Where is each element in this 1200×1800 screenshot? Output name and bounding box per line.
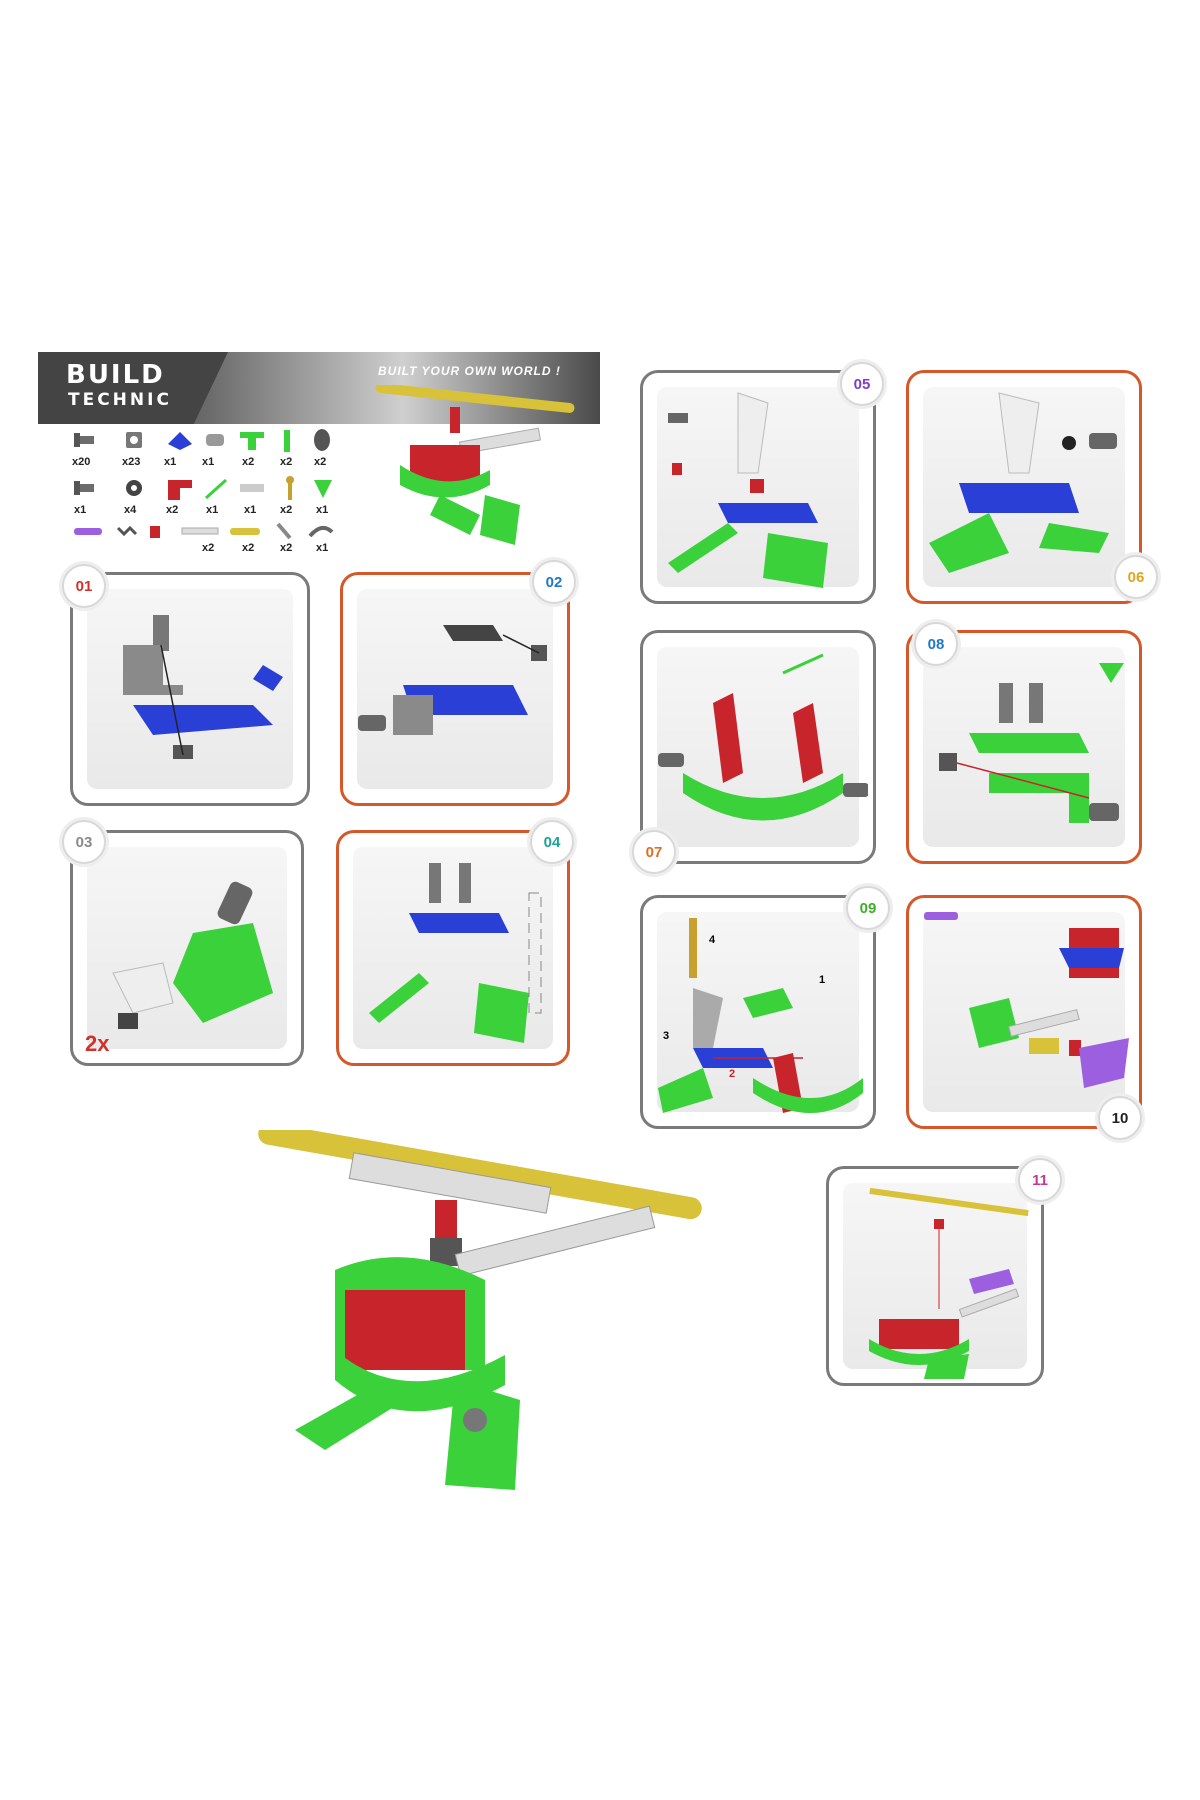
step-panel-09: 4 1 3 2 <box>640 895 876 1129</box>
crank-icon <box>276 522 292 540</box>
short-bolt-icon <box>74 481 94 495</box>
step-09-callout: 1 <box>819 974 826 986</box>
step-badge-07: 07 <box>632 830 676 874</box>
green-rod-icon <box>204 478 228 500</box>
red-angle-icon <box>168 480 192 500</box>
step-07-diagram <box>658 653 868 821</box>
step-panel-02 <box>340 572 570 806</box>
step-09-callout: 4 <box>709 934 716 946</box>
axle-icon <box>286 476 294 500</box>
part-count: x2 <box>242 456 255 468</box>
part-count: x2 <box>166 504 179 516</box>
spring-clip-icon <box>116 525 138 537</box>
step-10-diagram <box>924 912 1129 1088</box>
hook-icon <box>308 525 334 538</box>
step-05-diagram <box>668 392 828 588</box>
part-count: x20 <box>72 456 91 468</box>
step-badge-06: 06 <box>1114 555 1158 599</box>
part-count: x2 <box>202 542 215 554</box>
part-count: x1 <box>206 504 219 516</box>
step-panel-06 <box>906 370 1142 604</box>
green-t-piece-icon <box>240 432 264 450</box>
part-count: x2 <box>280 504 293 516</box>
parts-legend: x20 x23 x1 x1 x2 x2 x2 x1 x4 x2 x1 x1 x2… <box>70 428 350 568</box>
red-spacer-icon <box>150 526 160 538</box>
header-banner-dark <box>38 352 228 424</box>
step-badge-11: 11 <box>1018 1158 1062 1202</box>
tagline: BUILT YOUR OWN WORLD ! <box>378 364 561 378</box>
part-count: x2 <box>280 542 293 554</box>
part-count: x1 <box>164 456 177 468</box>
step-06-diagram <box>929 392 1117 573</box>
step-panel-01 <box>70 572 310 806</box>
step-badge-10: 10 <box>1098 1096 1142 1140</box>
bolt-icon <box>74 433 94 447</box>
part-count: x1 <box>316 504 329 516</box>
step-03-diagram <box>112 881 273 1029</box>
step-09-diagram <box>658 918 863 1113</box>
yellow-strip-icon <box>230 528 260 535</box>
purple-strip-icon <box>74 528 102 535</box>
white-strip-icon <box>240 484 264 492</box>
washer-icon <box>126 480 142 496</box>
blue-plate-icon <box>168 432 192 450</box>
step-09-callout: 2 <box>729 1068 736 1080</box>
step-badge-01: 01 <box>62 564 106 608</box>
part-count: x2 <box>280 456 293 468</box>
step-badge-09: 09 <box>846 886 890 930</box>
helicopter-preview-image <box>375 385 575 545</box>
step-01-diagram <box>123 615 283 759</box>
part-count: x2 <box>242 542 255 554</box>
brand-title: BUILD <box>66 360 165 390</box>
parts-icons <box>74 429 334 540</box>
step-02-diagram <box>358 625 547 735</box>
part-count: x1 <box>74 504 87 516</box>
step-08-diagram <box>939 663 1124 823</box>
step-03-multiplier: 2x <box>85 1031 110 1056</box>
part-count: x2 <box>314 456 327 468</box>
step-09-callout: 3 <box>663 1030 670 1042</box>
long-white-strip-icon <box>181 527 219 535</box>
step-badge-05: 05 <box>840 362 884 406</box>
step-panel-03: 2x <box>70 830 304 1066</box>
step-panel-05 <box>640 370 876 604</box>
step-panel-04 <box>336 830 570 1066</box>
step-badge-04: 04 <box>530 820 574 864</box>
wheel-icon <box>314 429 330 451</box>
green-triangle-icon <box>314 480 332 498</box>
step-panel-11 <box>826 1166 1044 1386</box>
step-panel-10 <box>906 895 1142 1129</box>
step-04-diagram <box>369 863 542 1043</box>
step-badge-03: 03 <box>62 820 106 864</box>
part-count: x23 <box>122 456 141 468</box>
part-count: x4 <box>124 504 137 516</box>
part-count: x1 <box>316 542 329 554</box>
step-badge-02: 02 <box>532 560 576 604</box>
step-panel-08 <box>906 630 1142 864</box>
step-panel-07 <box>640 630 876 864</box>
brand-subtitle: TECHNIC <box>68 390 172 410</box>
part-count: x1 <box>202 456 215 468</box>
helicopter-final-image <box>258 1130 702 1490</box>
green-strip-icon <box>284 430 290 452</box>
part-count: x1 <box>244 504 257 516</box>
gray-bracket-icon <box>206 434 224 446</box>
step-11-diagram <box>869 1187 1029 1379</box>
square-nut-icon <box>126 432 142 448</box>
step-badge-08: 08 <box>914 622 958 666</box>
